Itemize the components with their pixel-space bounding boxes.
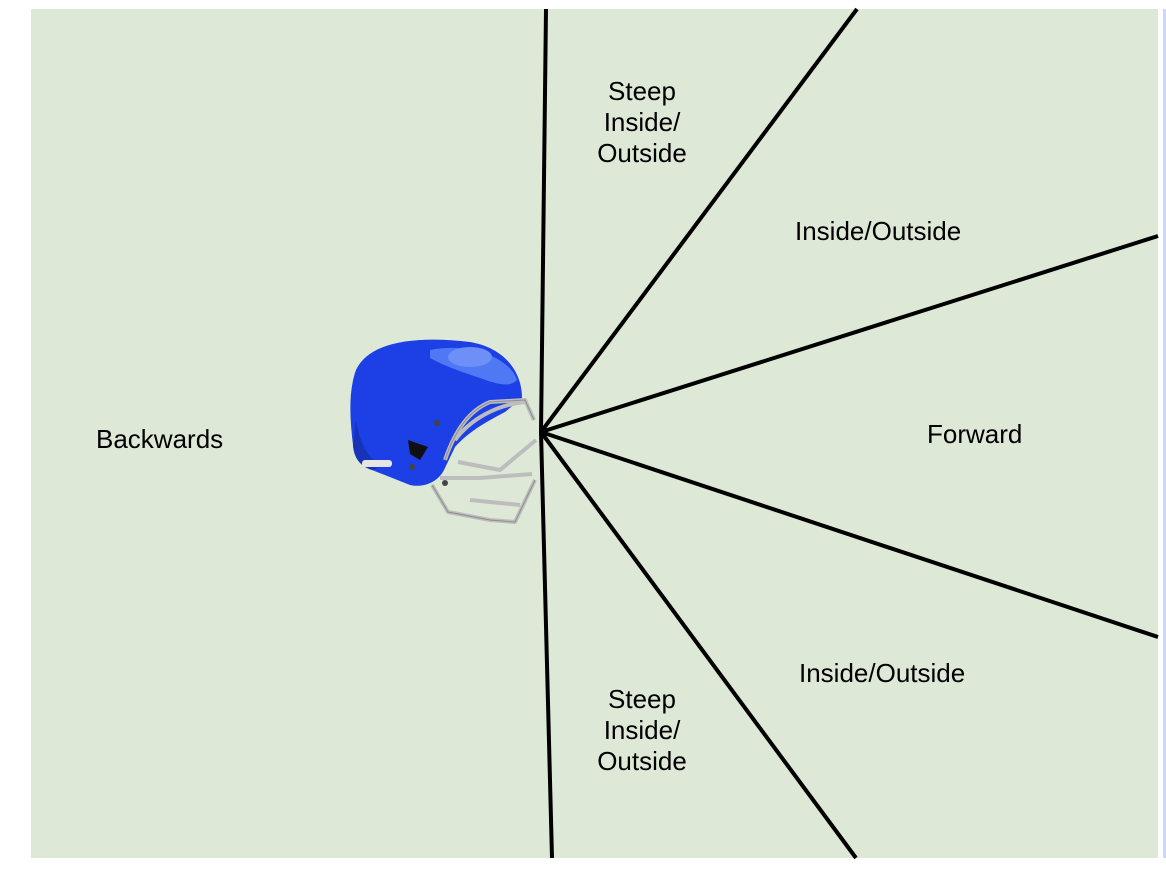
label-upper-steep-line-2: Inside/ bbox=[603, 107, 681, 138]
boundary-line-lower-forward bbox=[540, 430, 1159, 639]
boundary-line-lower-vertical bbox=[539, 431, 554, 859]
right-edge bbox=[1158, 9, 1166, 858]
label-backwards: Backwards bbox=[96, 424, 224, 454]
label-upper-inside-outside: Inside/Outside bbox=[795, 216, 962, 246]
football-helmet-icon bbox=[350, 339, 538, 524]
boundary-line-upper-vertical bbox=[539, 8, 548, 433]
diagram-canvas bbox=[31, 9, 1158, 858]
label-lower-inside-outside: Inside/Outside bbox=[799, 658, 966, 688]
label-lower-steep-line-3: Outside bbox=[597, 746, 687, 777]
boundary-line-upper-forward bbox=[540, 234, 1159, 434]
label-lower-steep-inside-outside: Steep Inside/ Outside bbox=[580, 684, 704, 778]
label-upper-steep-line-3: Outside bbox=[597, 138, 687, 169]
label-upper-steep-line-1: Steep bbox=[608, 76, 676, 106]
boundary-line-lower-steep bbox=[539, 430, 858, 860]
label-lower-steep-line-2: Inside/ bbox=[603, 715, 681, 746]
label-lower-steep-line-1: Steep bbox=[608, 684, 676, 714]
label-upper-steep-inside-outside: Steep Inside/ Outside bbox=[580, 76, 704, 170]
boundary-line-upper-steep bbox=[539, 7, 859, 434]
right-edge-scrollbar[interactable] bbox=[1163, 9, 1166, 858]
label-forward: Forward bbox=[927, 419, 1023, 449]
